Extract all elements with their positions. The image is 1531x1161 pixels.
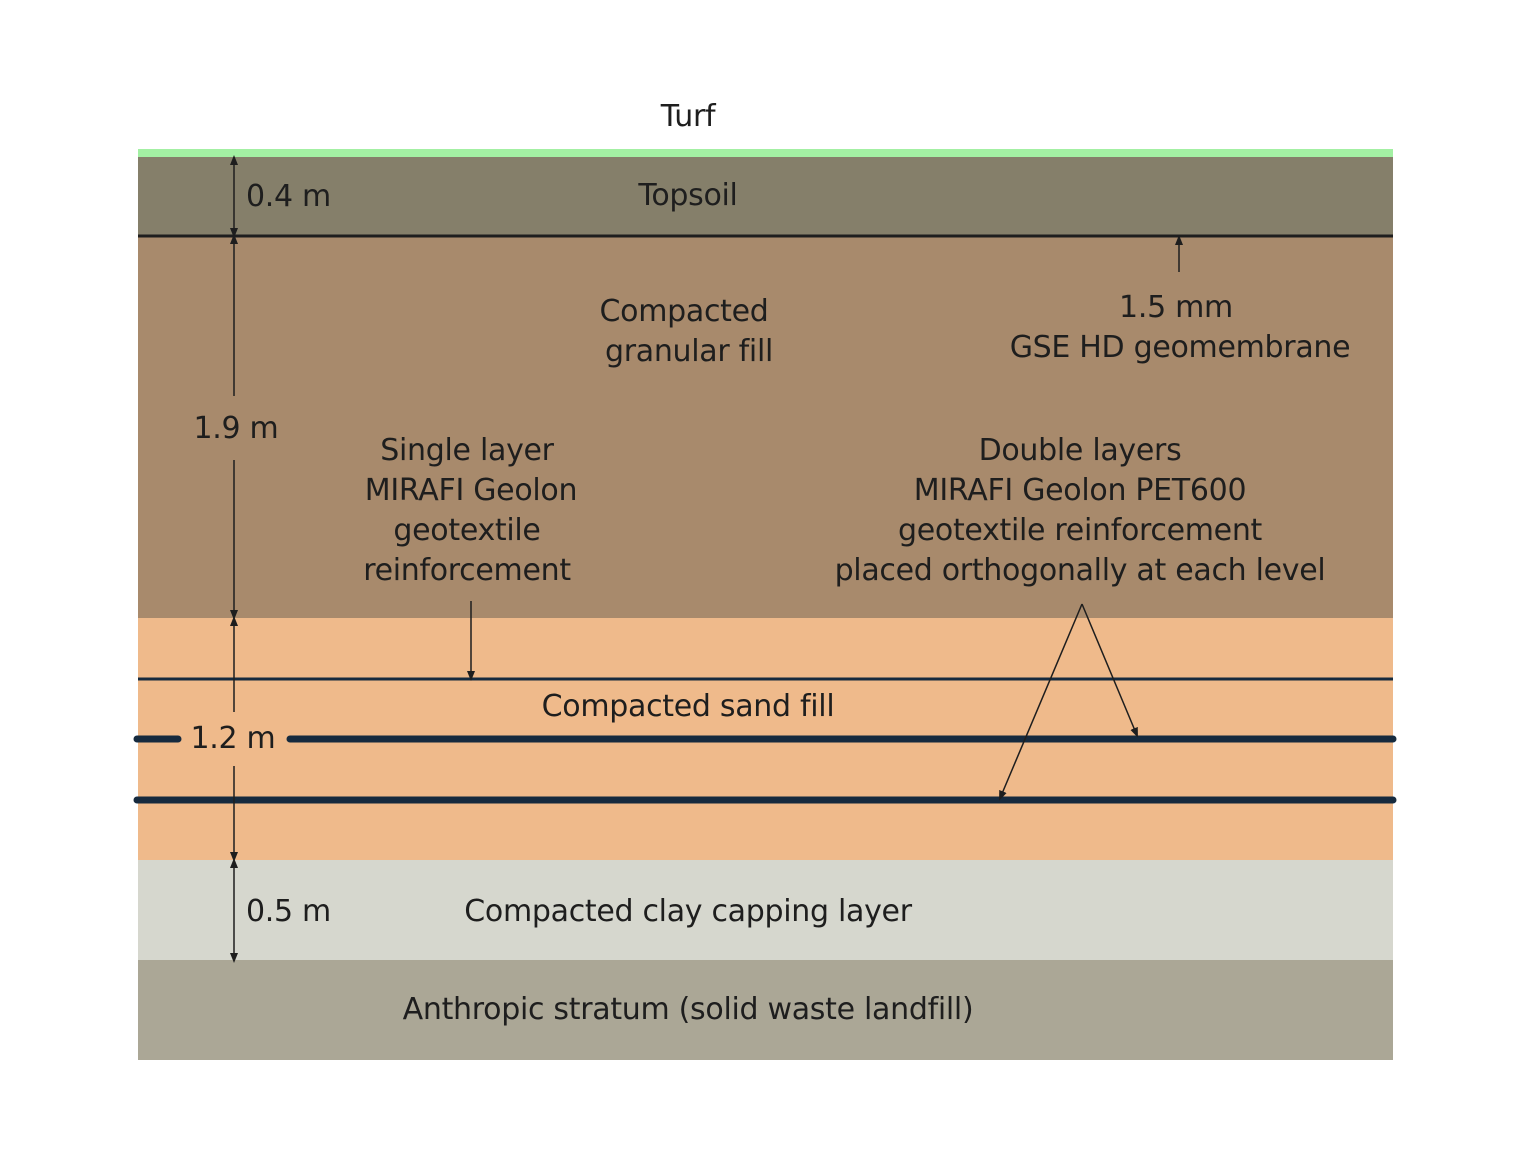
double-layers-label-line2: MIRAFI Geolon PET600 [913, 473, 1247, 508]
double-layer-pointer-1 [1081, 603, 1138, 738]
anthropic-stratum-label: Anthropic stratum (solid waste landfill) [402, 992, 974, 1027]
single-layer-label-line3: geotextile [393, 513, 541, 548]
double-layers-label-line1: Double layers [978, 433, 1182, 468]
turf-label: Turf [660, 99, 716, 134]
topsoil-layer [138, 157, 1393, 235]
double-layers-label-line4: placed orthogonally at each level [834, 553, 1326, 588]
sand-fill-label: Compacted sand fill [541, 689, 835, 724]
double-layers-label-line3: geotextile reinforcement [897, 513, 1263, 548]
anthropic-stratum-layer [138, 960, 1393, 1060]
sand-fill-thickness: 1.2 m [190, 721, 276, 756]
granular-fill-label-line1: Compacted [599, 294, 769, 329]
clay-thickness: 0.5 m [246, 894, 331, 929]
granular-fill-label-line2: granular fill [604, 334, 774, 369]
clay-capping-layer [138, 860, 1393, 960]
single-layer-label-line4: reinforcement [363, 553, 571, 588]
granular-fill-thickness: 1.9 m [193, 411, 279, 446]
topsoil-label: Topsoil [638, 178, 738, 213]
geomembrane-label-line1: 1.5 mm [1119, 290, 1233, 325]
topsoil-thickness: 0.4 m [246, 179, 331, 214]
geomembrane-label-line2: GSE HD geomembrane [1009, 330, 1351, 365]
granular-fill-layer [138, 235, 1393, 618]
double-layer-pointer-2 [999, 603, 1083, 801]
single-layer-label-line1: Single layer [380, 433, 554, 468]
single-layer-label-line2: MIRAFI Geolon [364, 473, 578, 508]
clay-capping-label: Compacted clay capping layer [464, 894, 912, 929]
turf-layer [138, 149, 1393, 157]
